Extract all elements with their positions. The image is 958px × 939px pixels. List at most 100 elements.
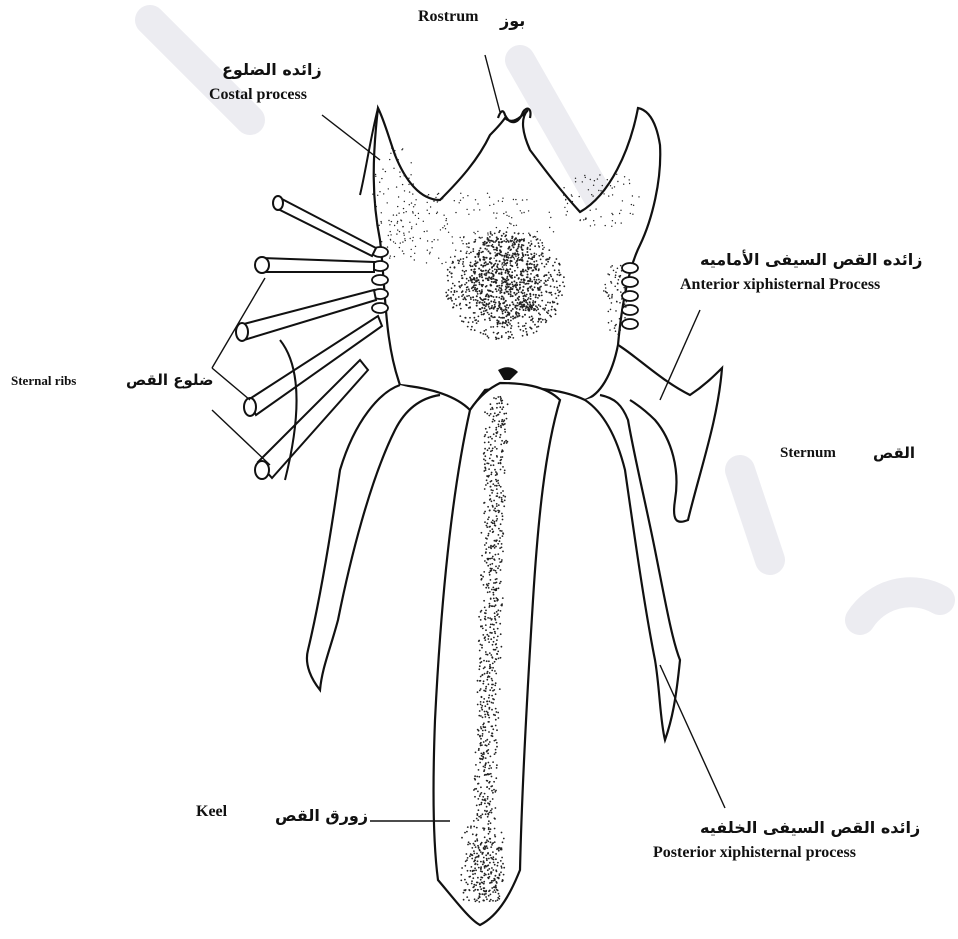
- stipple-dot: [494, 631, 496, 633]
- stipple-dot: [495, 644, 497, 646]
- stipple-dot: [464, 832, 466, 834]
- stipple-dot: [436, 213, 437, 214]
- stipple-dot: [491, 528, 493, 530]
- stipple-dot: [526, 294, 528, 296]
- stipple-dot: [493, 281, 495, 283]
- stipple-dot: [493, 637, 495, 639]
- stipple-dot: [487, 864, 489, 866]
- stipple-dot: [491, 670, 493, 672]
- stipple-dot: [619, 213, 620, 214]
- stipple-dot: [470, 297, 472, 299]
- stipple-dot: [496, 503, 498, 505]
- stipple-dot: [509, 254, 511, 256]
- stipple-dot: [412, 240, 413, 241]
- stipple-dot: [504, 292, 506, 294]
- stipple-dot: [467, 286, 469, 288]
- stipple-dot: [494, 670, 496, 672]
- stipple-dot: [517, 248, 519, 250]
- stipple-dot: [483, 512, 485, 514]
- stipple-dot: [479, 209, 480, 210]
- stipple-dot: [478, 867, 480, 869]
- stipple-dot: [496, 290, 498, 292]
- stipple-dot: [502, 302, 504, 304]
- stipple-dot: [461, 284, 463, 286]
- stipple-dot: [605, 291, 607, 293]
- stipple-dot: [445, 262, 446, 263]
- stipple-dot: [538, 279, 540, 281]
- stipple-dot: [480, 619, 482, 621]
- stipple-dot: [496, 767, 498, 769]
- stipple-dot: [490, 667, 492, 669]
- stipple-dot: [468, 214, 469, 215]
- stipple-dot: [489, 591, 491, 593]
- stipple-dot: [372, 194, 373, 195]
- stipple-dot: [497, 263, 499, 265]
- stipple-dot: [507, 276, 509, 278]
- stipple-dot: [478, 769, 480, 771]
- stipple-dot: [416, 224, 417, 225]
- stipple-dot: [492, 419, 494, 421]
- stipple-dot: [484, 767, 486, 769]
- stipple-dot: [552, 278, 554, 280]
- stipple-dot: [538, 294, 540, 296]
- stipple-dot: [491, 619, 493, 621]
- stipple-dot: [585, 219, 586, 220]
- stipple-dot: [491, 735, 493, 737]
- stipple-dot: [534, 279, 536, 281]
- stipple-dot: [501, 255, 503, 257]
- stipple-dot: [465, 882, 467, 884]
- stipple-dot: [502, 311, 504, 313]
- stipple-dot: [489, 603, 491, 605]
- stipple-dot: [498, 717, 500, 719]
- stipple-dot: [490, 846, 492, 848]
- stipple-dot: [495, 217, 496, 218]
- stipple-dot: [503, 505, 505, 507]
- stipple-dot: [475, 199, 476, 200]
- stipple-dot: [501, 296, 503, 298]
- stipple-dot: [441, 263, 442, 264]
- stipple-dot: [502, 198, 503, 199]
- stipple-dot: [490, 403, 492, 405]
- stipple-dot: [442, 227, 443, 228]
- stipple-dot: [480, 259, 481, 260]
- stipple-dot: [491, 450, 493, 452]
- stipple-dot: [500, 486, 502, 488]
- stipple-dot: [632, 214, 633, 215]
- stipple-dot: [609, 298, 611, 300]
- stipple-dot: [504, 496, 506, 498]
- stipple-dot: [621, 298, 623, 300]
- stipple-dot: [527, 299, 529, 301]
- stipple-dot: [496, 407, 498, 409]
- stipple-dot: [493, 598, 495, 600]
- stipple-dot: [390, 255, 391, 256]
- stipple-dot: [503, 326, 505, 328]
- stipple-dot: [494, 559, 496, 561]
- stipple-dot: [523, 282, 525, 284]
- stipple-dot: [522, 289, 524, 291]
- stipple-dot: [491, 480, 493, 482]
- stipple-dot: [492, 733, 494, 735]
- stipple-dot: [490, 767, 492, 769]
- stipple-dot: [468, 321, 470, 323]
- stipple-dot: [534, 308, 536, 310]
- stipple-dot: [482, 299, 484, 301]
- stipple-dot: [512, 308, 514, 310]
- stipple-dot: [487, 296, 489, 298]
- stipple-dot: [484, 521, 486, 523]
- stipple-dot: [493, 569, 495, 571]
- stipple-dot: [493, 308, 495, 310]
- stipple-dot: [464, 297, 466, 299]
- stipple-dot: [481, 893, 483, 895]
- stipple-dot: [505, 300, 507, 302]
- stipple-dot: [501, 605, 503, 607]
- stipple-dot: [471, 883, 473, 885]
- stipple-dot: [490, 882, 492, 884]
- stipple-dot: [495, 554, 497, 556]
- stipple-dot: [632, 195, 633, 196]
- stipple-dot: [454, 256, 456, 258]
- stipple-dot: [471, 275, 473, 277]
- stipple-dot: [633, 205, 634, 206]
- stipple-dot: [494, 252, 495, 253]
- stipple-dot: [549, 227, 550, 228]
- stipple-dot: [493, 886, 495, 888]
